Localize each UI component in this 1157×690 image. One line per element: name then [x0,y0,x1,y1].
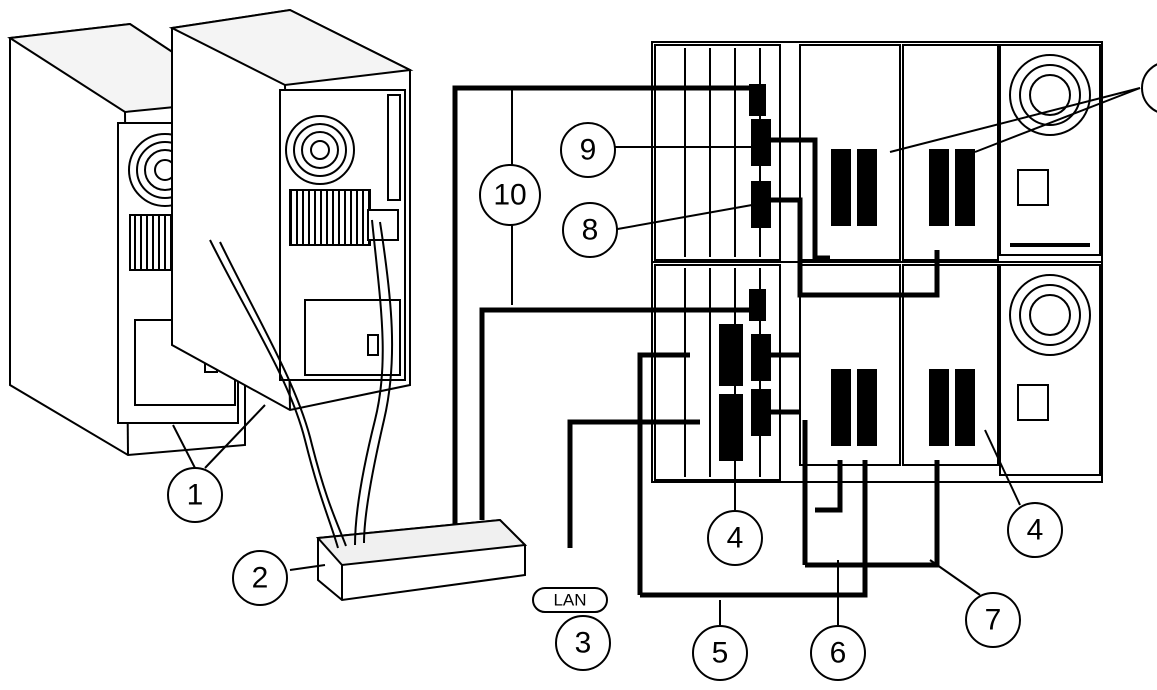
callout-3 [555,615,611,671]
library-cables [452,85,940,598]
hub-box [315,518,528,602]
callout-8 [562,202,618,258]
lan-label: LAN [553,591,586,610]
callout-5-text: 5 [712,637,729,670]
callout-7-text: 7 [985,604,1002,637]
callout-1 [167,467,223,523]
host-server-right [168,8,414,412]
callout-9-text: 9 [580,134,597,167]
callout-7 [965,592,1021,648]
callout-10 [479,164,541,226]
callout-6 [810,625,866,681]
leader-lines [172,87,1141,625]
fiber-cables [209,219,394,549]
callout-5 [692,625,748,681]
callout-partial [1141,63,1157,113]
callout-9 [560,122,616,178]
callout-4b [1007,502,1063,558]
tape-library-rack [651,41,1103,483]
callout-8-text: 8 [582,214,599,247]
lan-badge [532,587,608,613]
callout-4a [707,510,763,566]
callout-6-text: 6 [830,637,847,670]
callout-2 [232,550,288,606]
callout-2-text: 2 [252,562,269,595]
callout-10-text: 10 [493,179,526,212]
callout-1-text: 1 [187,479,204,512]
callout-3-text: 3 [575,627,592,660]
callout-4a-text: 4 [727,522,744,555]
callout-4b-text: 4 [1027,514,1044,547]
